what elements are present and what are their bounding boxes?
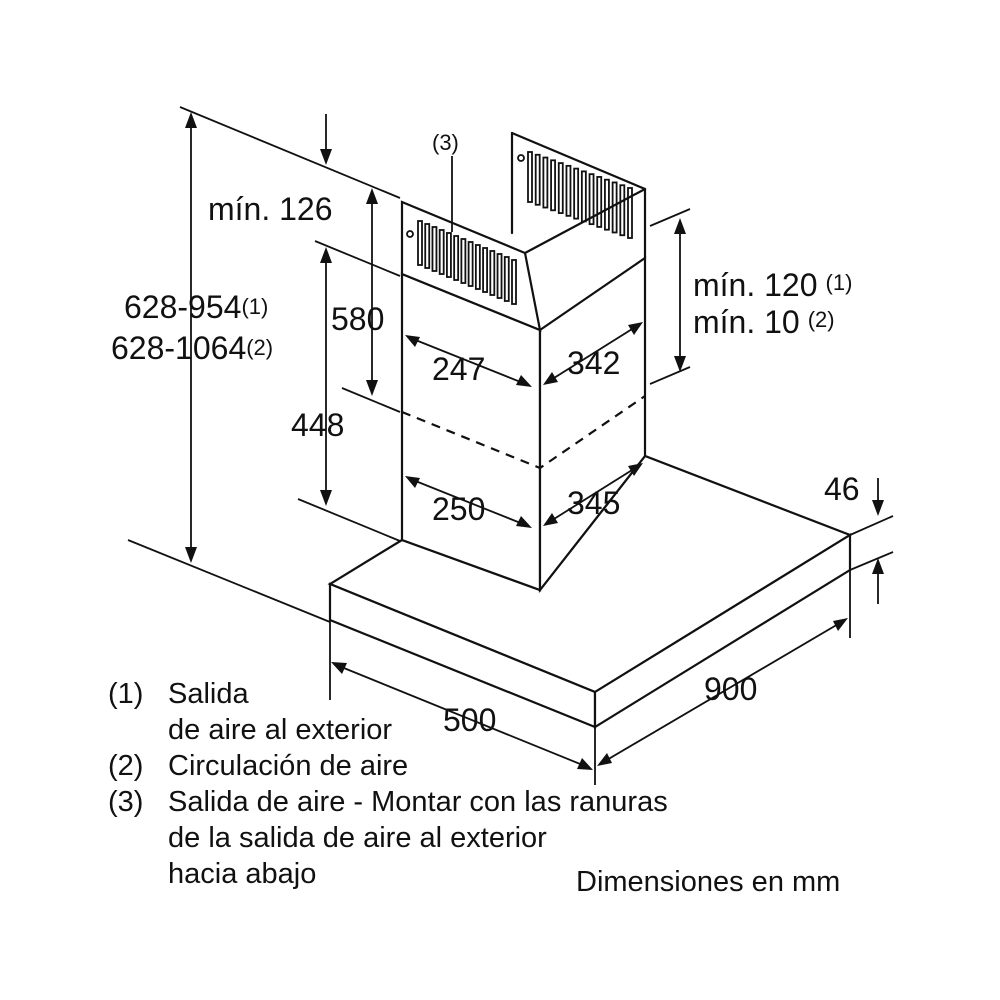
vent-slot [596,176,603,228]
vent-slot [627,187,633,239]
vent-slot [534,153,541,206]
vent-slot [489,250,496,296]
dim-lower-depth [407,477,529,527]
units-note: Dimensiones en mm [576,866,841,898]
legend-num: (2) [108,750,144,782]
vent-slot [542,156,549,209]
dim-upper-depth [407,336,529,386]
vent-slot [482,247,488,293]
vent-slot [550,159,556,212]
label-upper-chimney: 580 [331,301,384,337]
label-callout-3: (3) [432,130,459,155]
dim-upper-width [545,323,641,384]
vent-slot [460,238,467,284]
vent-slot [527,151,533,203]
ref-line-mid [341,387,401,413]
label-canopy-depth: 500 [443,702,496,738]
dim-canopy-depth [333,663,591,769]
label-min-top: mín. 126 [208,191,333,227]
label-lower-chimney: 448 [291,407,344,443]
ext-line [849,515,894,536]
vent-slot [438,229,445,275]
legend-item-3: (3) Salida de aire - Montar con las ranu… [108,784,668,892]
legend-item-2: (2) Circulación de aire [108,748,668,784]
ref-line-upper [314,240,401,277]
ref-line-right-bottom [649,366,691,385]
vent-slot [580,170,587,223]
floor-ref-line [127,539,331,623]
vent-slot [619,184,626,237]
vent-slot [511,259,517,305]
label-lower-depth: 250 [432,491,485,527]
screw-hole [406,230,414,238]
vent-slots-rear [527,151,633,239]
vent-slot [588,173,595,226]
vent-slot [573,167,580,220]
vent-slot [431,226,438,272]
vent-slot [417,220,423,266]
legend-num: (3) [108,786,144,818]
label-total-height-1: 628-954(1) [124,289,268,325]
vent-slot [604,178,610,231]
vent-slot [453,235,460,281]
vent-slot [611,181,618,234]
vent-slot [467,241,474,287]
label-upper-width: 342 [567,345,620,381]
vent-slot [565,164,572,217]
label-canopy-width: 900 [704,671,757,707]
ext-line [849,551,894,571]
vent-slot [446,232,452,278]
vent-slot [424,223,431,269]
dim-lower-width [545,464,641,525]
vent-slot [503,256,510,302]
label-upper-depth: 247 [432,351,485,387]
dim-canopy-width [599,619,846,765]
legend-text: Circulación de aire [168,750,409,782]
label-canopy-thickness: 46 [824,471,860,507]
ref-line-lower [297,498,401,542]
vent-slot [474,244,481,290]
legend-num: (1) [108,678,144,710]
label-min-right-1: mín. 120(1) [693,267,852,303]
vent-slot [496,253,503,299]
vent-slots-left [417,220,517,305]
vent-slot [557,162,564,214]
ceiling-line [179,106,401,199]
label-lower-width: 345 [567,485,620,521]
ref-line-right-top [649,208,691,227]
label-min-right-2: mín. 10(2) [693,304,835,340]
screw-hole [517,154,525,162]
label-total-height-2: 628-1064(2) [111,330,273,366]
